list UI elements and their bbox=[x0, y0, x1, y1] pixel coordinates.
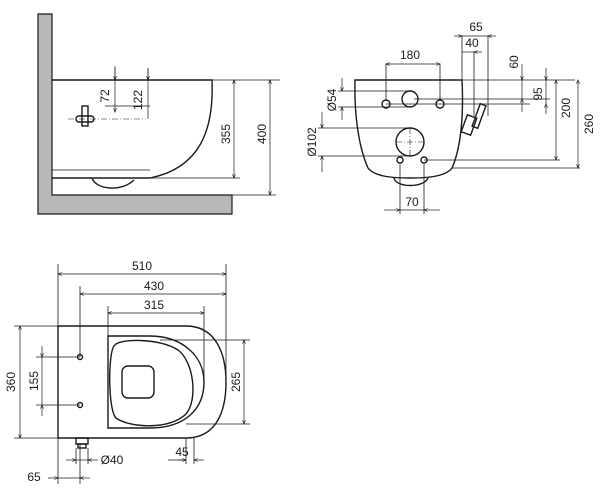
dim-65-label: 65 bbox=[469, 20, 483, 34]
dim-72-label: 72 bbox=[98, 89, 112, 103]
bowl-foot bbox=[91, 177, 135, 189]
bolt-left bbox=[396, 156, 404, 164]
dim-180-label: 180 bbox=[400, 48, 420, 62]
dim-70-label: 70 bbox=[405, 195, 419, 209]
dim-60-label: 60 bbox=[507, 55, 521, 69]
dim-d102-label: Ø102 bbox=[305, 127, 319, 157]
dim-155-label: 155 bbox=[27, 371, 41, 391]
dim-510-label: 510 bbox=[132, 259, 152, 273]
dim-260-label: 260 bbox=[582, 114, 596, 134]
side-view: 72 122 355 400 bbox=[37, 13, 280, 215]
dim-400-label: 400 bbox=[255, 124, 269, 144]
top-connector bbox=[75, 437, 89, 449]
dim-265-label: 265 bbox=[229, 372, 243, 392]
top-view: 510 430 315 360 155 265 65 bbox=[4, 259, 250, 484]
lid-outline bbox=[109, 339, 194, 427]
dim-65-bottom-label: 65 bbox=[27, 470, 41, 484]
inlet-pipe bbox=[68, 105, 146, 127]
dim-355-label: 355 bbox=[219, 124, 233, 144]
dim-45-label: 45 bbox=[175, 445, 189, 459]
dim-315-label: 315 bbox=[144, 298, 164, 312]
top-body-outline bbox=[57, 325, 227, 439]
dim-360-label: 360 bbox=[4, 372, 18, 392]
dim-d40-label: Ø40 bbox=[101, 453, 124, 467]
dim-d54-label: Ø54 bbox=[325, 88, 339, 111]
side-connector bbox=[460, 102, 487, 137]
dim-95-label: 95 bbox=[531, 87, 545, 101]
dim-40-label: 40 bbox=[465, 36, 479, 50]
dim-122-label: 122 bbox=[131, 90, 145, 110]
rear-view: 65 40 180 60 95 200 260 Ø54 Ø102 bbox=[305, 20, 596, 214]
bowl-outline bbox=[52, 79, 213, 179]
dim-200-label: 200 bbox=[559, 98, 573, 118]
rear-bowl-outline bbox=[354, 79, 464, 179]
wall-section bbox=[37, 13, 233, 215]
seat-cutout bbox=[121, 365, 155, 399]
dim-430-label: 430 bbox=[144, 279, 164, 293]
